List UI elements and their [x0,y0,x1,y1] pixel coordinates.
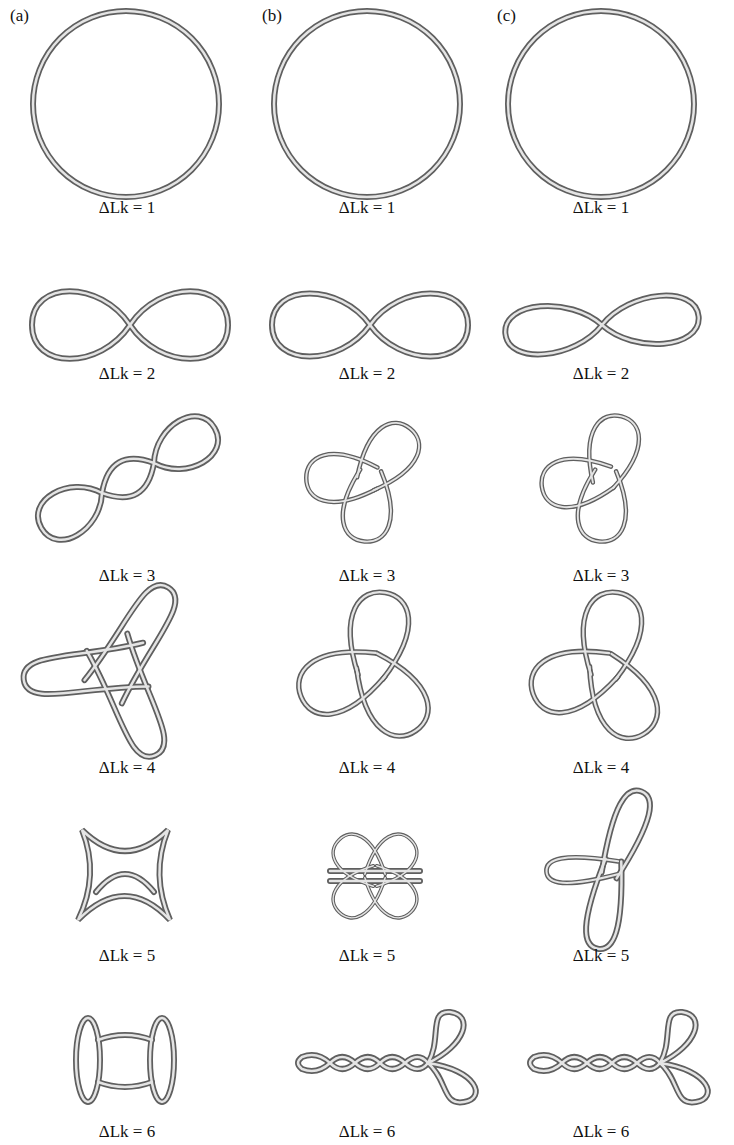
linking-number-label: ΔLk = 4 [99,758,155,778]
linking-number-label: ΔLk = 3 [99,566,155,586]
linking-number-label: ΔLk = 5 [339,946,395,966]
linking-number-label: ΔLk = 4 [339,758,395,778]
linking-number-label: ΔLk = 5 [573,946,629,966]
linking-number-label: ΔLk = 4 [573,758,629,778]
linking-number-label: ΔLk = 6 [339,1122,395,1142]
panel-letter: (b) [262,6,282,26]
linking-number-label: ΔLk = 6 [99,1122,155,1142]
linking-number-label: ΔLk = 2 [339,364,395,384]
linking-number-label: ΔLk = 2 [99,364,155,384]
panel-letter: (c) [497,6,516,26]
linking-number-label: ΔLk = 2 [573,364,629,384]
linking-number-label: ΔLk = 1 [573,198,629,218]
linking-number-label: ΔLk = 3 [573,566,629,586]
linking-number-label: ΔLk = 1 [99,198,155,218]
linking-number-label: ΔLk = 5 [99,946,155,966]
tube-outline [21,11,708,1102]
linking-number-label: ΔLk = 3 [339,566,395,586]
linking-number-label: ΔLk = 6 [573,1122,629,1142]
linking-number-label: ΔLk = 1 [339,198,395,218]
panel-letter: (a) [10,6,29,26]
tube-highlight [21,11,708,1102]
